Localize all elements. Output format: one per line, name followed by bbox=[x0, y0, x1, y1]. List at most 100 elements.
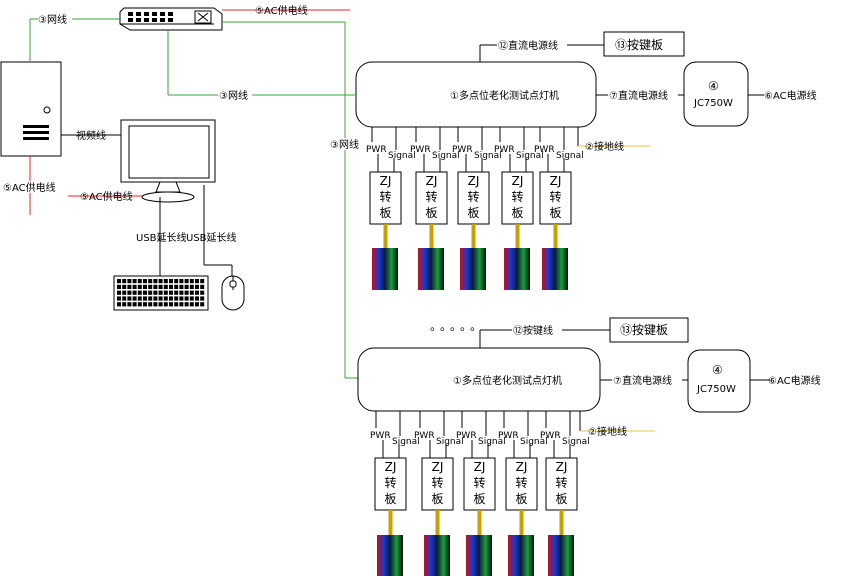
keyboard-key bbox=[189, 279, 194, 284]
keyboard-key bbox=[122, 296, 127, 301]
keyboard-key bbox=[158, 302, 163, 307]
keyboard-key bbox=[158, 279, 163, 284]
keyboard-key bbox=[122, 302, 127, 307]
power-button-icon bbox=[43, 106, 51, 114]
keyboard-key bbox=[158, 284, 163, 289]
led-panel bbox=[504, 248, 530, 290]
signal-label: Signal bbox=[556, 151, 584, 161]
zj-board-label: 转 bbox=[467, 189, 479, 204]
keyboard-key bbox=[143, 290, 147, 295]
keyboard-key bbox=[153, 279, 158, 284]
keyboard-key bbox=[189, 284, 194, 289]
keyboard-key bbox=[148, 284, 153, 289]
board-cable bbox=[559, 510, 564, 539]
signal-label: Signal bbox=[436, 437, 464, 447]
keyboard-key bbox=[174, 279, 179, 284]
keyboard-key bbox=[137, 296, 142, 301]
keyboard-key bbox=[200, 302, 205, 307]
ellipsis-label: 。。。。。 bbox=[430, 319, 486, 333]
keyboard-key bbox=[184, 279, 189, 284]
keyboard-key bbox=[189, 302, 194, 307]
board-cable bbox=[477, 510, 482, 539]
zj-board-label: ZJ bbox=[426, 174, 438, 188]
signal-label: Signal bbox=[388, 151, 416, 161]
usb-kb-label: USB延长线 bbox=[136, 231, 187, 244]
upper-left-labels: ③网线 ⑤AC供电线 ③网线 ③网线 视频线 ⑤AC供电线 ⑤AC供电线 USB… bbox=[3, 4, 486, 333]
dc-side-label-2: ⑦直流电源线 bbox=[613, 374, 672, 387]
keyboard-key bbox=[179, 290, 184, 295]
keypad-label-1: ⑬按键板 bbox=[615, 38, 663, 52]
keyboard-key bbox=[174, 302, 179, 307]
pwr-label: PWR bbox=[414, 431, 435, 441]
keyboard-key bbox=[200, 290, 205, 295]
keyboard-key bbox=[169, 290, 173, 295]
board-cable bbox=[429, 224, 434, 252]
led-panel bbox=[372, 248, 398, 290]
keyboard-key bbox=[174, 296, 179, 301]
pc-tower bbox=[0, 61, 62, 157]
keyboard-key bbox=[184, 284, 189, 289]
keyboard-key bbox=[184, 290, 189, 295]
keyboard-key bbox=[189, 296, 194, 301]
signal-label: Signal bbox=[474, 151, 502, 161]
keyboard-key bbox=[143, 296, 147, 301]
keyboard-key bbox=[117, 296, 121, 301]
board-cable bbox=[471, 224, 476, 252]
pwr-label: PWR bbox=[366, 145, 387, 155]
keyboard-key bbox=[179, 296, 184, 301]
dc-side-label-1: ⑦直流电源线 bbox=[609, 89, 668, 102]
keyboard-key bbox=[148, 290, 153, 295]
keyboard-key bbox=[122, 284, 127, 289]
zj-board bbox=[369, 171, 402, 225]
zj-board bbox=[463, 457, 496, 511]
zj-board-label: ZJ bbox=[474, 460, 486, 474]
monitor bbox=[120, 119, 216, 203]
keyboard-key bbox=[200, 284, 205, 289]
usb-mouse-label: USB延长线 bbox=[186, 231, 237, 244]
keypad-label-2: ⑬按键板 bbox=[620, 323, 668, 337]
keyboard-key bbox=[117, 290, 121, 295]
psu-model-2: JC750W bbox=[696, 384, 736, 395]
zj-board-label: 板 bbox=[511, 206, 523, 220]
keyboard-key bbox=[153, 302, 158, 307]
keyboard-key bbox=[143, 302, 147, 307]
zj-board-label: ZJ bbox=[380, 174, 392, 188]
zj-board-label: 板 bbox=[467, 206, 479, 220]
zj-board-label: 转 bbox=[511, 189, 523, 204]
net-side-label: ③网线 bbox=[330, 138, 359, 151]
keyboard-key bbox=[195, 302, 199, 307]
keyboard-key bbox=[163, 284, 168, 289]
switch-ports-icon bbox=[128, 12, 173, 22]
keyboard-key bbox=[127, 296, 132, 301]
keyboard-key bbox=[127, 302, 132, 307]
channels-2: PWRSignalZJ转板PWRSignalZJ转板PWRSignalZJ转板P… bbox=[370, 411, 590, 576]
tester-label-1: ①多点位老化测试点灯机 bbox=[450, 89, 559, 102]
zj-board-label: 转 bbox=[384, 475, 396, 490]
ground-label-1: ②接地线 bbox=[585, 140, 624, 153]
keyboard-key bbox=[132, 302, 137, 307]
keyboard-key bbox=[137, 290, 142, 295]
zj-board bbox=[421, 457, 454, 511]
signal-label: Signal bbox=[516, 151, 544, 161]
keyboard-key bbox=[132, 290, 137, 295]
keyboard bbox=[113, 275, 209, 311]
psu-model-1: JC750W bbox=[693, 98, 733, 109]
zj-board-label: 转 bbox=[555, 475, 567, 490]
board-cable bbox=[435, 510, 440, 539]
keyboard-key bbox=[132, 284, 137, 289]
ac-switch-label: ⑤AC供电线 bbox=[255, 4, 308, 17]
keyboard-key bbox=[169, 284, 173, 289]
ac-pc-label: ⑤AC供电线 bbox=[3, 181, 56, 194]
pwr-label: PWR bbox=[540, 431, 561, 441]
board-cable bbox=[383, 224, 388, 252]
keyboard-key bbox=[163, 302, 168, 307]
keyboard-key bbox=[127, 290, 132, 295]
pwr-label: PWR bbox=[498, 431, 519, 441]
pwr-label: PWR bbox=[494, 145, 515, 155]
zj-board-label: 转 bbox=[549, 189, 561, 204]
keyboard-key bbox=[179, 284, 184, 289]
led-panel bbox=[424, 535, 450, 576]
tester-group-1: ⑫直流电源线 ⑬按键板 ①多点位老化测试点灯机 ⑦直流电源线 ④ JC750W … bbox=[355, 31, 817, 290]
pwr-label: PWR bbox=[410, 145, 431, 155]
keypad-box-1 bbox=[603, 31, 685, 57]
